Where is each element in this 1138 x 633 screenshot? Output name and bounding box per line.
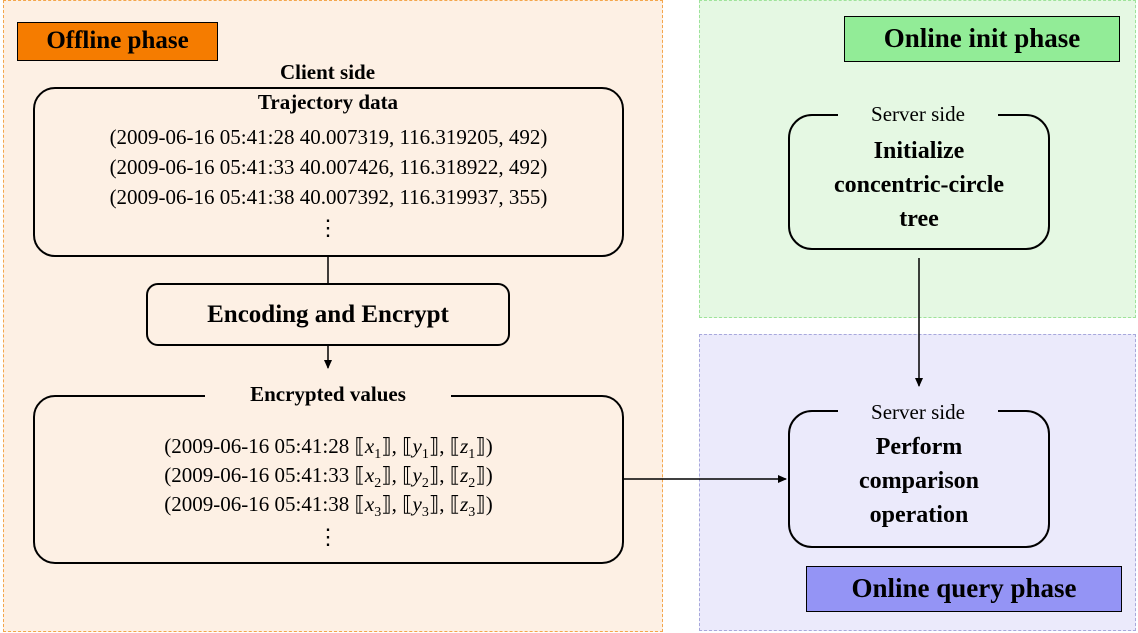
trajectory-row: (2009-06-16 05:41:33 40.007426, 116.3189… [109, 155, 548, 179]
comparison-operation-title: Perform comparison operation [859, 434, 979, 528]
initialize-tree-title: Initialize concentric-circle tree [833, 138, 1005, 232]
trajectory-data-box [33, 87, 624, 257]
encrypted-row-time: (2009-06-16 05:41:38 [164, 492, 350, 516]
server-side-label: Server side [838, 399, 998, 425]
trajectory-data-title: Trajectory data [228, 89, 428, 115]
client-side-label: Client side [279, 60, 376, 84]
online-query-phase-label: Online query phase [806, 566, 1122, 612]
server-side-label: Server side [838, 101, 998, 127]
encrypted-row: (2009-06-16 05:41:28 ⟦x1⟧, ⟦y1⟧, ⟦z1⟧) [164, 434, 493, 463]
encrypted-row-time: (2009-06-16 05:41:28 [164, 434, 350, 458]
encrypted-row: (2009-06-16 05:41:33 ⟦x2⟧, ⟦y2⟧, ⟦z2⟧) [164, 463, 493, 492]
offline-phase-label: Offline phase [17, 22, 218, 61]
online-init-phase-label: Online init phase [844, 16, 1120, 62]
encrypted-row: (2009-06-16 05:41:38 ⟦x3⟧, ⟦y3⟧, ⟦z3⟧) [164, 492, 493, 521]
trajectory-row: (2009-06-16 05:41:38 40.007392, 116.3199… [109, 185, 548, 209]
encrypted-row-time: (2009-06-16 05:41:33 [164, 463, 350, 487]
encrypted-ellipsis: ⋮ [317, 524, 339, 549]
trajectory-ellipsis: ⋮ [317, 215, 339, 240]
encoding-and-encrypt-step: Encoding and Encrypt [146, 283, 510, 346]
encrypted-values-title: Encrypted values [205, 381, 451, 407]
trajectory-row: (2009-06-16 05:41:28 40.007319, 116.3192… [109, 125, 548, 149]
